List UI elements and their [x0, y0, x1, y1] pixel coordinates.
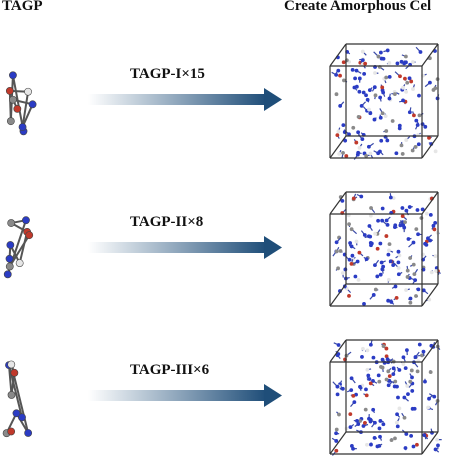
- arrow: [88, 384, 282, 407]
- row-graphics: [2, 339, 442, 456]
- arrow-label: TAGP-III×6: [130, 362, 210, 378]
- molecule-fragment: [3, 216, 34, 279]
- row-graphics: [5, 43, 440, 160]
- molecule-fragment: [2, 360, 33, 438]
- row-tagp-2: TAGP-II×8: [0, 176, 474, 326]
- header-left: TAGP: [2, 0, 43, 14]
- row-tagp-3: TAGP-III×6: [0, 324, 474, 474]
- arrow-label: TAGP-II×8: [130, 214, 204, 230]
- amorphous-cell-box: [329, 43, 440, 160]
- row-tagp-1: TAGP-I×15: [0, 28, 474, 178]
- arrow: [88, 88, 282, 111]
- amorphous-cell-box: [329, 339, 442, 456]
- row-graphics: [3, 191, 441, 307]
- arrow: [88, 236, 282, 259]
- arrow-label: TAGP-I×15: [130, 66, 205, 82]
- header-right: Create Amorphous Cel: [284, 0, 432, 14]
- molecule-fragment: [5, 71, 37, 136]
- amorphous-cell-box: [329, 191, 441, 307]
